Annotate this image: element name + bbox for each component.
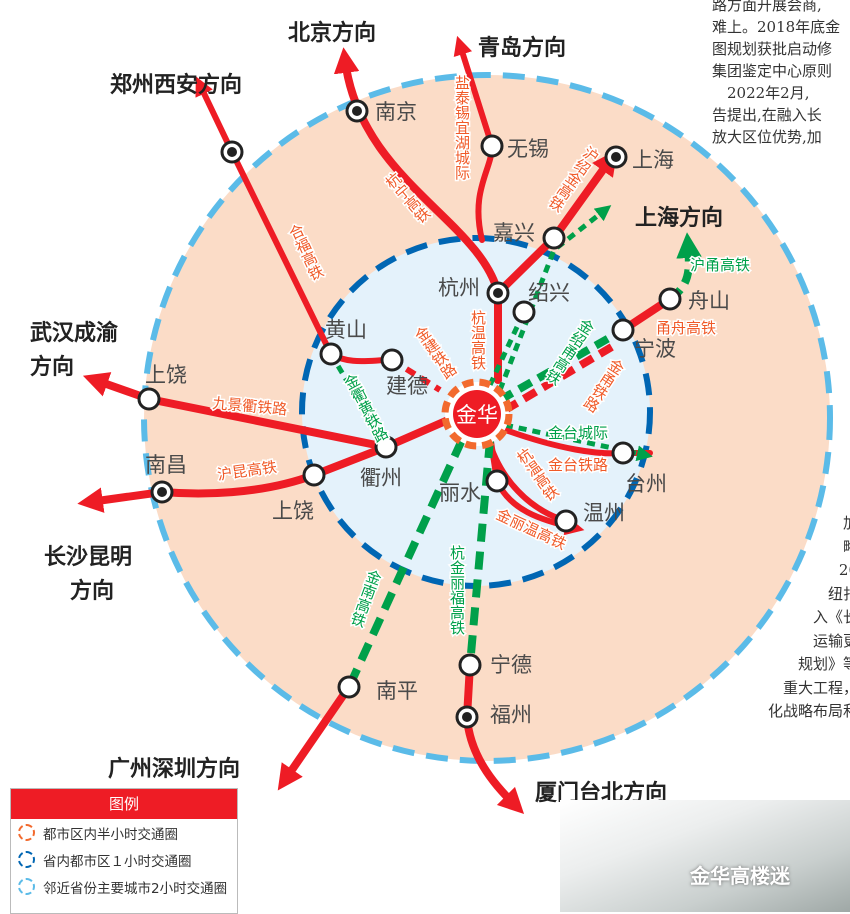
svg-text:嘉兴: 嘉兴 [493,221,535,245]
svg-text:宁波: 宁波 [634,337,676,361]
station-hangzhou [486,281,510,305]
svg-text:绍兴: 绍兴 [528,281,570,305]
station-ningbo [611,318,635,342]
station-shaoxing [512,300,536,324]
svg-text:杭温高铁: 杭温高铁 [469,310,487,370]
station-shangrao [302,463,326,487]
svg-text:上海方向: 上海方向 [635,205,723,231]
station-nanping [337,675,361,699]
nanping-line [277,683,353,791]
station-markers [137,134,682,699]
legend: 图例 都市区内半小时交通圈 省内都市区１小时交通圈 邻近省份主要城市2小时交通圈 [10,788,238,914]
direction-labels: 北京方向 青岛方向 郑州西安方向 武汉成渝 方向 长沙昆明 方向 广州深圳方向 … [30,20,723,806]
jiujingqu-line [82,372,452,452]
svg-text:青岛方向: 青岛方向 [478,35,566,61]
svg-text:南平: 南平 [376,679,418,703]
station-labels: 南京 无锡 上海 嘉兴 杭州 绍兴 宁波 舟山 黄山 建德 上饶 衢州 上饶 南… [145,100,730,727]
svg-text:无锡: 无锡 [507,137,549,161]
svg-text:武汉成渝: 武汉成渝 [30,320,119,346]
station-wenzhou [554,509,578,533]
svg-text:温州: 温州 [583,501,625,525]
station-shangrao-w [137,387,161,411]
lightblue-dashed-circle-icon [18,878,35,895]
svg-text:北京方向: 北京方向 [288,20,376,46]
station-jiaxing [542,226,566,250]
center-city-label: 金华 [456,403,498,427]
svg-text:台州: 台州 [625,472,667,496]
jinhua-hub: 金华 [441,378,513,450]
svg-text:宁德: 宁德 [490,653,532,677]
major-station-markers [150,99,628,729]
svg-text:福州: 福州 [490,703,532,727]
legend-item-one-hour: 省内都市区１小时交通圈 [11,846,237,873]
svg-text:金台城际: 金台城际 [548,424,608,442]
station-lishui [485,469,509,493]
background-photo [560,800,850,912]
svg-text:沪甬高铁: 沪甬高铁 [690,256,750,274]
svg-text:南京: 南京 [375,100,417,124]
station-zhengzhou-node [220,140,244,164]
svg-text:上饶: 上饶 [272,499,314,523]
svg-text:杭州: 杭州 [438,276,480,300]
legend-title: 图例 [11,789,237,819]
station-quzhou [374,435,398,459]
svg-text:郑州西安方向: 郑州西安方向 [110,72,242,98]
svg-text:长沙昆明: 长沙昆明 [44,545,132,570]
svg-text:丽水: 丽水 [439,481,481,505]
news-text-bottom: 加略20 纽扎入《长运输更 规划》等重大工程，化战略布局和 [767,514,850,720]
station-shanghai [604,145,628,169]
svg-text:南昌: 南昌 [145,453,187,477]
svg-text:广州深圳方向: 广州深圳方向 [108,756,240,782]
station-nanjing [345,99,369,123]
station-zhoushan [658,287,682,311]
svg-text:衢州: 衢州 [360,466,402,490]
watermark: 金华高楼迷 [690,864,790,888]
orange-dashed-circle-icon [18,824,35,841]
station-wuxi [480,134,504,158]
svg-text:上海: 上海 [632,148,674,172]
svg-text:上饶: 上饶 [145,363,187,387]
legend-item-half-hour: 都市区内半小时交通圈 [11,819,237,846]
station-fuzhou [455,705,479,729]
svg-text:杭金丽福高铁: 杭金丽福高铁 [448,545,466,635]
svg-text:甬舟高铁: 甬舟高铁 [656,319,716,337]
svg-text:黄山: 黄山 [325,318,367,342]
news-text-top: 路方面开展会商,难上。2018年底金图规划获批启动修 集团鉴定中心原则 2022… [712,0,841,146]
svg-text:建德: 建德 [386,374,428,398]
svg-text:舟山: 舟山 [688,289,730,313]
station-huangshan [319,342,343,366]
svg-text:方向: 方向 [30,354,74,380]
svg-text:金台铁路: 金台铁路 [548,456,608,474]
station-jiande [380,348,404,372]
station-taizhou [611,441,635,465]
legend-item-two-hour: 邻近省份主要城市2小时交通圈 [11,873,237,900]
svg-text:方向: 方向 [70,578,114,604]
svg-text:盐泰锡宜湖城际: 盐泰锡宜湖城际 [453,75,471,181]
station-nanchang [150,480,174,504]
blue-dashed-circle-icon [18,851,35,868]
station-ningde [458,653,482,677]
